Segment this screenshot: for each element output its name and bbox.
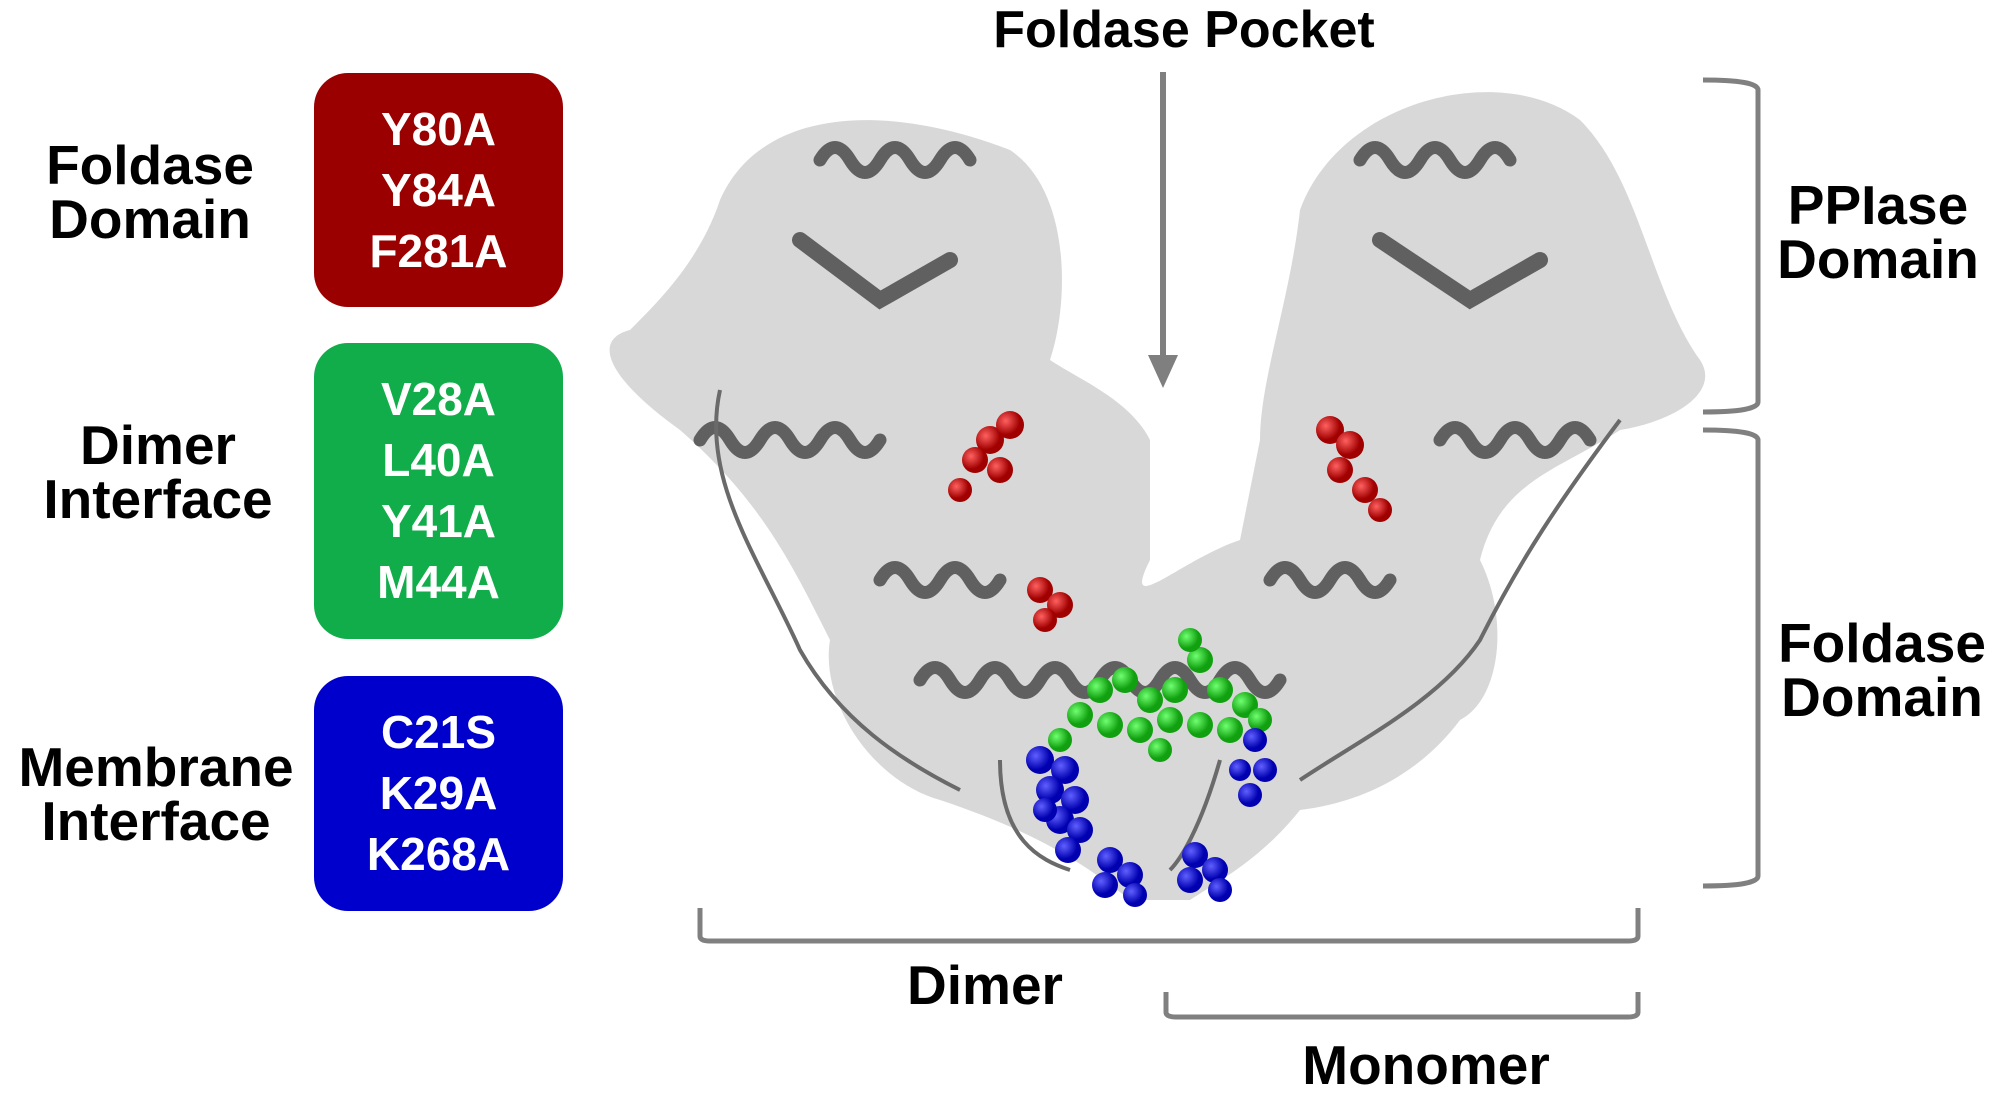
mutation: Y84A [380,163,497,216]
label-line: Domain [1781,666,1983,728]
monomer-bracket [1163,992,1641,1020]
label-line: PPIase [1787,174,1969,236]
mutation: L40A [382,434,495,486]
foldase-domain-label: Foldase Domain [46,134,254,250]
mutation: F281A [369,224,508,277]
mutation: V28A [380,373,497,425]
dimer-mutations-box: V28A L40A Y41A M44A [314,343,563,639]
mutation: C21S [380,706,497,758]
label-line: Interface [41,790,271,852]
membrane-residues-blue [1026,728,1277,907]
dimer-interface-label: Dimer Interface [43,414,273,530]
membrane-interface-label: Membrane Interface [18,736,294,852]
mutation: K29A [379,767,498,819]
ppiase-domain-label: PPIase Domain [1777,174,1979,290]
ppiase-bracket [1702,77,1761,415]
foldase-pocket-title: Foldase Pocket [993,1,1375,59]
label-line: Interface [43,468,273,530]
foldase-mutations-box: Y80A Y84A F281A [314,73,563,307]
monomer-label: Monomer [1302,1034,1550,1096]
mutation: M44A [377,556,500,608]
label-line: Foldase [1778,612,1986,674]
mutation: Y41A [380,495,497,547]
ribbon [693,141,1597,699]
mutation: K268A [366,828,511,880]
membrane-mutations-box: C21S K29A K268A [314,676,563,911]
label-line: Domain [49,188,251,250]
foldase-residues-red [948,411,1392,632]
mutation: Y80A [380,102,497,155]
foldase-bracket [1702,427,1761,889]
dimer-label: Dimer [907,954,1063,1016]
surface [609,92,1706,900]
label-line: Foldase [46,134,254,196]
dimer-bracket [697,908,1641,944]
foldase-domain-right-label: Foldase Domain [1778,612,1986,728]
ribbon-loops [714,389,1622,872]
label-line: Membrane [18,736,294,798]
label-line: Dimer [80,414,236,476]
label-line: Domain [1777,228,1979,290]
dimer-residues-green [1048,628,1272,762]
pocket-arrow [1148,72,1178,388]
